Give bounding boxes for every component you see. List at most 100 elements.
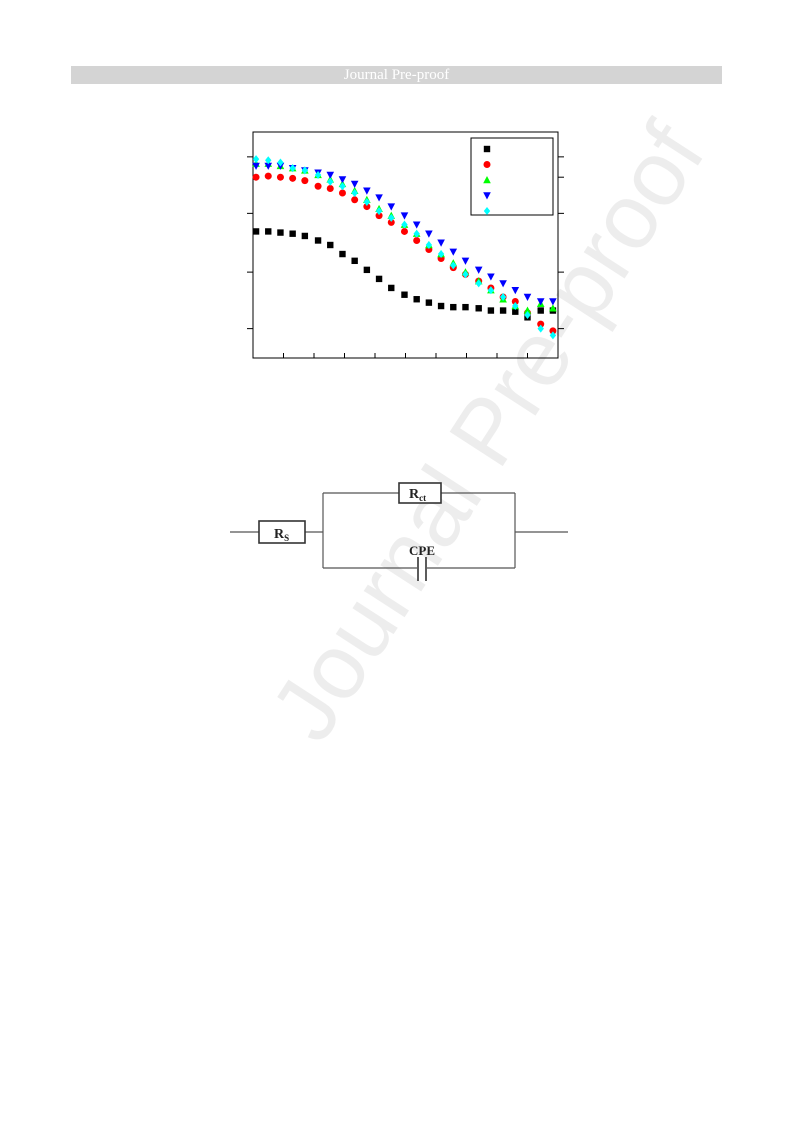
data-point-series-5 xyxy=(401,220,408,229)
data-point-series-1 xyxy=(462,303,469,311)
data-point-series-5 xyxy=(339,182,346,191)
data-point-series-4 xyxy=(487,273,495,281)
data-point-series-4 xyxy=(350,180,359,188)
data-point-series-1 xyxy=(450,303,457,311)
data-point-series-4 xyxy=(252,162,260,170)
chart-legend xyxy=(470,137,554,216)
data-point-series-1 xyxy=(413,296,420,303)
legend-marker-series-5 xyxy=(483,207,491,215)
data-point-series-4 xyxy=(523,293,532,301)
data-point-series-1 xyxy=(375,275,383,283)
impedance-scatter-figure xyxy=(225,120,570,372)
legend-box xyxy=(470,137,554,216)
data-point-series-5 xyxy=(289,164,296,173)
data-point-series-1 xyxy=(401,291,408,298)
data-point-series-2 xyxy=(549,327,557,335)
data-point-series-1 xyxy=(265,228,272,235)
series-2 xyxy=(252,172,557,335)
data-point-series-2 xyxy=(326,185,334,192)
data-point-series-1 xyxy=(301,232,309,240)
data-point-series-3 xyxy=(523,306,532,314)
data-point-series-2 xyxy=(363,203,371,211)
data-point-series-1 xyxy=(314,237,322,244)
data-point-series-1 xyxy=(363,266,371,274)
data-point-series-1 xyxy=(339,250,346,258)
rct-label: Rct xyxy=(409,487,426,503)
data-point-series-2 xyxy=(511,298,519,305)
data-point-series-5 xyxy=(475,279,482,288)
data-point-series-1 xyxy=(289,230,296,237)
data-point-series-2 xyxy=(301,177,309,185)
data-point-series-1 xyxy=(537,307,544,314)
data-point-series-5 xyxy=(314,170,322,179)
data-point-series-1 xyxy=(437,302,445,310)
data-point-series-2 xyxy=(413,236,421,244)
data-point-series-5 xyxy=(388,213,395,222)
scatter-chart xyxy=(247,131,564,359)
data-point-series-5 xyxy=(351,189,358,198)
data-point-series-4 xyxy=(363,187,371,195)
rs-label: RS xyxy=(274,527,289,543)
data-point-series-4 xyxy=(449,248,458,256)
data-point-series-4 xyxy=(326,171,335,179)
legend-marker-series-1 xyxy=(483,145,491,153)
data-point-series-1 xyxy=(475,305,482,312)
data-point-series-5 xyxy=(375,207,383,216)
data-point-series-3 xyxy=(549,304,557,312)
equivalent-circuit-diagram: RS Rct CPE xyxy=(230,482,568,581)
data-point-series-5 xyxy=(462,270,469,279)
data-point-series-1 xyxy=(277,229,284,236)
data-point-series-1 xyxy=(252,228,260,235)
data-point-series-5 xyxy=(413,229,420,238)
data-point-series-4 xyxy=(338,176,347,184)
data-point-series-1 xyxy=(512,308,519,315)
data-point-series-5 xyxy=(537,324,544,333)
rs-resistor-box xyxy=(258,520,306,544)
data-point-series-2 xyxy=(400,227,408,235)
data-point-series-4 xyxy=(549,298,557,306)
data-point-series-5 xyxy=(524,311,531,320)
legend-marker-series-2 xyxy=(483,161,491,168)
data-point-series-4 xyxy=(400,212,409,220)
data-point-series-4 xyxy=(474,266,483,274)
data-point-series-2 xyxy=(276,173,284,181)
data-point-series-2 xyxy=(338,189,346,197)
data-point-series-5 xyxy=(450,261,457,270)
data-point-series-1 xyxy=(388,284,395,292)
data-point-series-5 xyxy=(277,158,284,167)
cpe-label: CPE xyxy=(409,543,435,558)
data-point-series-5 xyxy=(487,286,495,295)
data-point-series-2 xyxy=(252,173,260,181)
journal-header-title: Journal Pre-proof xyxy=(343,67,450,83)
data-point-series-2 xyxy=(375,212,383,220)
data-point-series-4 xyxy=(412,221,421,229)
data-point-series-2 xyxy=(387,218,395,226)
data-point-series-4 xyxy=(461,257,470,265)
data-point-series-4 xyxy=(536,298,545,306)
chart-axes xyxy=(247,131,564,359)
data-point-series-5 xyxy=(252,155,260,164)
rct-resistor-box xyxy=(398,482,442,504)
data-point-series-2 xyxy=(264,172,272,180)
data-point-series-4 xyxy=(499,280,507,288)
series-1 xyxy=(252,228,557,321)
data-point-series-1 xyxy=(425,299,433,306)
data-point-series-4 xyxy=(264,162,273,170)
data-point-series-2 xyxy=(314,182,322,190)
legend-marker-series-4 xyxy=(483,192,491,200)
data-point-series-2 xyxy=(289,174,297,182)
data-point-series-4 xyxy=(425,230,433,238)
legend-marker-series-3 xyxy=(483,176,491,184)
data-point-series-5 xyxy=(327,177,334,186)
data-point-series-5 xyxy=(437,250,445,259)
data-point-series-5 xyxy=(265,156,272,165)
data-point-series-4 xyxy=(511,287,520,295)
data-point-series-4 xyxy=(387,203,396,211)
data-point-series-2 xyxy=(351,196,359,204)
data-point-series-5 xyxy=(499,292,507,301)
data-point-series-2 xyxy=(537,320,545,328)
data-point-series-1 xyxy=(487,307,495,314)
data-point-series-1 xyxy=(327,241,334,249)
data-point-series-1 xyxy=(499,307,507,314)
data-point-series-4 xyxy=(375,194,383,202)
